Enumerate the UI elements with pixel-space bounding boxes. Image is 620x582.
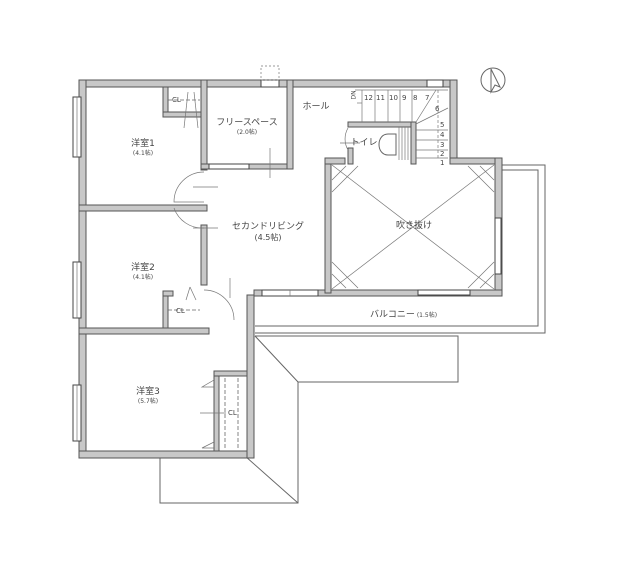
room-label-bedroom3: 洋室3 (5.7帖) xyxy=(136,388,160,405)
room-name: フリースペース xyxy=(216,118,278,128)
room-name: 洋室1 xyxy=(131,139,155,149)
room-name: 吹き抜け xyxy=(395,221,433,231)
room-label-hall: ホール xyxy=(302,103,329,112)
room-area: (4.1帖) xyxy=(132,274,154,281)
stair-step-8: 8 xyxy=(413,94,418,102)
closet-fixtures xyxy=(168,91,239,450)
room-label-second-living: セカンドリビング (4.5帖) xyxy=(232,223,304,242)
stair-step-10: 10 xyxy=(389,94,398,102)
roof-outline xyxy=(159,335,459,504)
north-arrow-icon xyxy=(480,67,506,94)
closet-label-bedroom2: CL xyxy=(176,307,185,315)
room-area: (2.0帖) xyxy=(236,129,258,136)
closet-label-bedroom1: CL xyxy=(172,96,181,104)
room-area: (4.5帖) xyxy=(254,233,282,242)
room-name: ホール xyxy=(302,102,330,112)
room-area: (1.5帖) xyxy=(416,312,438,319)
stair-step-2: 2 xyxy=(440,150,445,158)
closet-label-bedroom3: CL xyxy=(228,409,237,417)
atrium-cross xyxy=(331,164,495,290)
staircase xyxy=(355,89,449,160)
stair-step-4: 4 xyxy=(440,131,445,139)
room-name: 洋室2 xyxy=(131,263,155,273)
stair-step-9: 9 xyxy=(402,94,407,102)
balcony-outline xyxy=(255,164,546,334)
stair-step-3: 3 xyxy=(440,141,445,149)
stair-step-12: 12 xyxy=(364,94,373,102)
room-area: (4.1帖) xyxy=(132,150,154,157)
stair-step-1: 1 xyxy=(440,159,445,167)
direction-arrows xyxy=(193,142,360,414)
room-area: (5.7帖) xyxy=(137,398,159,405)
stair-step-5: 5 xyxy=(440,121,445,129)
room-name: トイレ xyxy=(350,138,378,148)
windows xyxy=(72,65,502,442)
room-label-toilet: トイレ xyxy=(350,139,377,148)
room-label-bedroom1: 洋室1 (4.1帖) xyxy=(131,140,155,157)
room-name: セカンドリビング xyxy=(231,222,305,232)
room-name: バルコニー xyxy=(370,310,415,320)
stair-step-6: 6 xyxy=(435,105,440,113)
stair-step-11: 11 xyxy=(376,94,385,102)
room-name: 洋室3 xyxy=(136,387,160,397)
room-label-bedroom2: 洋室2 (4.1帖) xyxy=(131,264,155,281)
stairs-direction-label: DN xyxy=(350,90,358,100)
stair-step-7: 7 xyxy=(425,94,430,102)
toilet-fixture xyxy=(378,133,397,156)
room-label-atrium: 吹き抜け xyxy=(396,222,432,231)
room-label-free-space: フリースペース (2.0帖) xyxy=(216,119,277,136)
room-label-balcony: バルコニー(1.5帖) xyxy=(370,304,437,320)
